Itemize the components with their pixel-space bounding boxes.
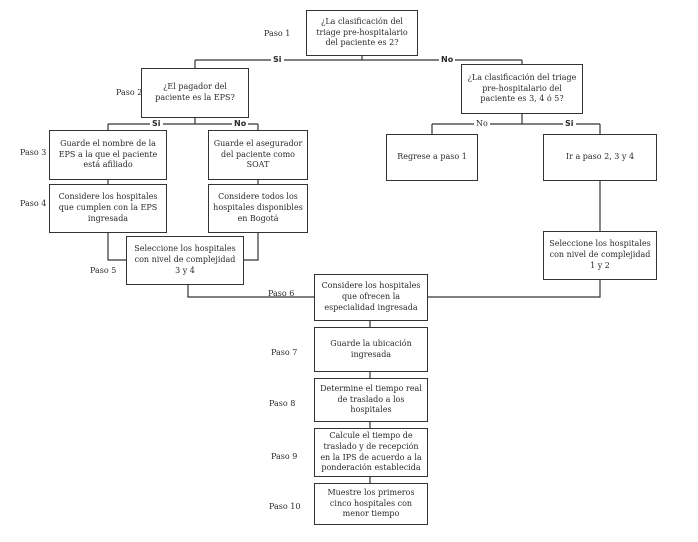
consider-specialty-box: Considere los hospitales que ofrecen la …	[314, 274, 428, 321]
step-label-7: Paso 7	[271, 348, 298, 357]
yes-label: Si	[271, 55, 284, 64]
calculate-time-box: Calcule el tiempo de traslado y de recep…	[314, 428, 428, 477]
connector	[107, 233, 126, 261]
decision-triage-345: ¿La clasificación del triage pre-hospita…	[461, 64, 583, 114]
select-level-34-box: Seleccione los hospitales con nivel de c…	[126, 236, 244, 285]
determine-time-box: Determine el tiempo real de traslado a l…	[314, 378, 428, 422]
show-hospitals-box: Muestre los primeros cinco hospitales co…	[314, 483, 428, 525]
connector	[187, 285, 314, 298]
consider-eps-hospitals-box: Considere los hospitales que cumplen con…	[49, 184, 167, 233]
step-label-4: Paso 4	[20, 199, 47, 208]
yes-label: Si	[150, 119, 163, 128]
save-insurer-box: Guarde el asegurador del paciente como S…	[208, 130, 308, 180]
save-location-box: Guarde la ubicación ingresada	[314, 327, 428, 372]
decision-triage-2: ¿La clasificación del triage pre-hospita…	[306, 10, 418, 56]
step-label-3: Paso 3	[20, 148, 47, 157]
select-level-12-box: Seleccione los hospitales con nivel de c…	[543, 231, 657, 280]
decision-payer-eps: ¿El pagador del paciente es la EPS?	[141, 68, 249, 118]
return-step1-box: Regrese a paso 1	[386, 134, 478, 181]
no-label: No	[439, 55, 456, 64]
step-label-9: Paso 9	[271, 452, 298, 461]
no-label: No	[474, 119, 490, 128]
save-eps-box: Guarde el nombre de la EPS a la que el p…	[49, 130, 167, 180]
consider-all-hospitals-box: Considere todos los hospitales disponibl…	[208, 184, 308, 233]
yes-label: Si	[563, 119, 576, 128]
step-label-8: Paso 8	[269, 399, 296, 408]
connector	[244, 233, 259, 261]
step-label-10: Paso 10	[269, 502, 301, 511]
step-label-1: Paso 1	[264, 29, 291, 38]
step-label-2: Paso 2	[116, 88, 143, 97]
step-label-5: Paso 5	[90, 266, 117, 275]
no-label: No	[232, 119, 249, 128]
step-label-6: Paso 6	[268, 289, 295, 298]
connector	[428, 280, 601, 298]
goto-steps-box: Ir a paso 2, 3 y 4	[543, 134, 657, 181]
